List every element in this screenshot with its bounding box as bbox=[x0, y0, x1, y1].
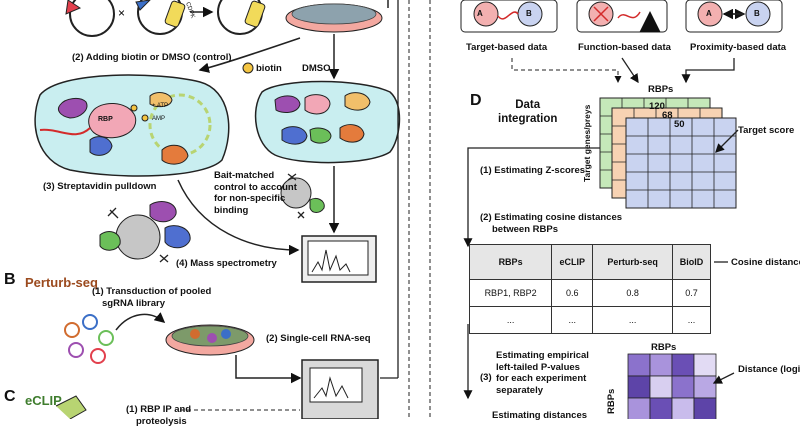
table-cell: 0.6 bbox=[551, 279, 594, 307]
heatmap-cell bbox=[649, 375, 673, 399]
table-cell: ... bbox=[672, 306, 711, 334]
d-step1-label: (1) Estimating Z-scores bbox=[480, 165, 586, 176]
heatmap-cell bbox=[693, 353, 717, 377]
streptavidin-bead-icon bbox=[99, 201, 191, 263]
node-b-prox-label: B bbox=[754, 9, 760, 18]
d-step4-label: Estimating distances bbox=[492, 410, 588, 421]
target-based-label: Target-based data bbox=[466, 42, 548, 53]
plasmid-left-icon bbox=[65, 0, 115, 37]
atp-label: + ATP bbox=[152, 103, 169, 109]
step3-label: (3) Streptavidin pulldown bbox=[43, 181, 157, 192]
eclip-antibody-icon bbox=[55, 395, 87, 419]
heatmap-cell bbox=[671, 353, 695, 377]
d-step3-label: Estimating empirical left-tailed P-value… bbox=[496, 350, 589, 396]
stacked-matrices-icon bbox=[599, 97, 737, 209]
dmso-label: DMSO bbox=[302, 63, 331, 74]
heatmap-cell bbox=[627, 397, 651, 419]
d-step2-label: (2) Estimating cosine distances between … bbox=[480, 212, 623, 235]
cell-dmso-icon bbox=[254, 80, 401, 164]
heatmap-cell bbox=[693, 375, 717, 399]
panel-c-title: eCLIP bbox=[25, 393, 62, 408]
heatmap-cell bbox=[627, 353, 651, 377]
step4-label: (4) Mass spectrometry bbox=[176, 258, 277, 269]
table-header-cell: BioID bbox=[672, 244, 711, 280]
control-bead-icon bbox=[280, 173, 325, 219]
heatmap-side-label: RBPs bbox=[606, 388, 617, 414]
rbp-label: RBP bbox=[98, 116, 113, 123]
panel-b-letter: B bbox=[4, 271, 16, 288]
table-header-cell: Perturb-seq bbox=[592, 244, 674, 280]
times-icon: × bbox=[118, 6, 125, 20]
amp-label: AMP bbox=[152, 116, 166, 122]
table-row: ... ... ... ... bbox=[468, 306, 711, 334]
table-cell: ... bbox=[551, 306, 594, 334]
table-cell: RBP1, RBP2 bbox=[468, 279, 553, 307]
perturb-petri-icon bbox=[165, 324, 255, 356]
d-step3-num: (3) bbox=[480, 372, 492, 383]
table-cell: ... bbox=[468, 306, 553, 334]
plasmid-right-icon bbox=[217, 0, 266, 35]
heatmap-icon bbox=[627, 353, 717, 419]
panel-b-title: Perturb-seq bbox=[25, 275, 98, 290]
cosine-distance-label: Cosine distance bbox=[731, 257, 800, 268]
biotin-dot-icon bbox=[242, 62, 254, 74]
table-header-cell: RBPs bbox=[468, 244, 553, 280]
node-a-label: A bbox=[477, 9, 483, 18]
heatmap-cell bbox=[649, 397, 673, 419]
bait-control-label: Bait-matched control to account for non-… bbox=[214, 170, 297, 216]
heatmap-top-label: RBPs bbox=[651, 342, 677, 353]
node-b-label: B bbox=[526, 9, 532, 18]
step2-label: (2) Adding biotin or DMSO (control) bbox=[72, 52, 232, 63]
node-a-prox-label: A bbox=[706, 9, 712, 18]
sequencer-icon bbox=[301, 359, 379, 419]
stack-number-1: 120 bbox=[649, 101, 665, 112]
panel-c-letter: C bbox=[4, 388, 16, 405]
eclip-step1-label: (1) RBP IP and proteolysis bbox=[126, 404, 192, 427]
table-cell: ... bbox=[592, 306, 674, 334]
heatmap-cell bbox=[671, 375, 695, 399]
target-based-box bbox=[460, 0, 558, 33]
stack-number-2: 68 bbox=[662, 110, 673, 121]
table-header-cell: eCLIP bbox=[551, 244, 594, 280]
cell-biotin-icon bbox=[34, 74, 230, 177]
function-based-label: Function-based data bbox=[578, 42, 671, 53]
heatmap-cell bbox=[693, 397, 717, 419]
stack-number-3: 50 bbox=[674, 119, 685, 130]
heatmap-cell bbox=[649, 353, 673, 377]
panel-d-title: Data integration bbox=[498, 99, 558, 125]
heatmap-cell bbox=[671, 397, 695, 419]
mass-spectrometer-icon bbox=[301, 235, 377, 283]
plasmid-middle-icon bbox=[135, 0, 186, 35]
biotin-label: biotin bbox=[256, 63, 282, 74]
target-score-label: Target score bbox=[738, 125, 795, 136]
perturb-step1-label: (1) Transduction of pooled sgRNA library bbox=[92, 286, 212, 309]
perturb-step2-label: (2) Single-cell RNA-seq bbox=[266, 333, 371, 344]
proximity-based-box bbox=[685, 0, 783, 33]
cosine-distance-table: RBPs eCLIP Perturb-seq BioID RBP1, RBP2 … bbox=[468, 244, 711, 334]
petri-dish-top-icon bbox=[285, 3, 383, 33]
sgrna-library-icon bbox=[64, 314, 114, 364]
distance-logitp-label: Distance (logitp) bbox=[738, 364, 800, 375]
table-cell: 0.7 bbox=[672, 279, 711, 307]
rbps-top-label: RBPs bbox=[648, 84, 674, 95]
panel-d-letter: D bbox=[470, 92, 482, 109]
table-cell: 0.8 bbox=[592, 279, 674, 307]
proximity-based-label: Proximity-based data bbox=[690, 42, 787, 53]
table-row: RBP1, RBP2 0.6 0.8 0.7 bbox=[468, 279, 711, 307]
heatmap-cell bbox=[627, 375, 651, 399]
table-header-row: RBPs eCLIP Perturb-seq BioID bbox=[468, 244, 711, 280]
function-based-box bbox=[576, 0, 668, 33]
